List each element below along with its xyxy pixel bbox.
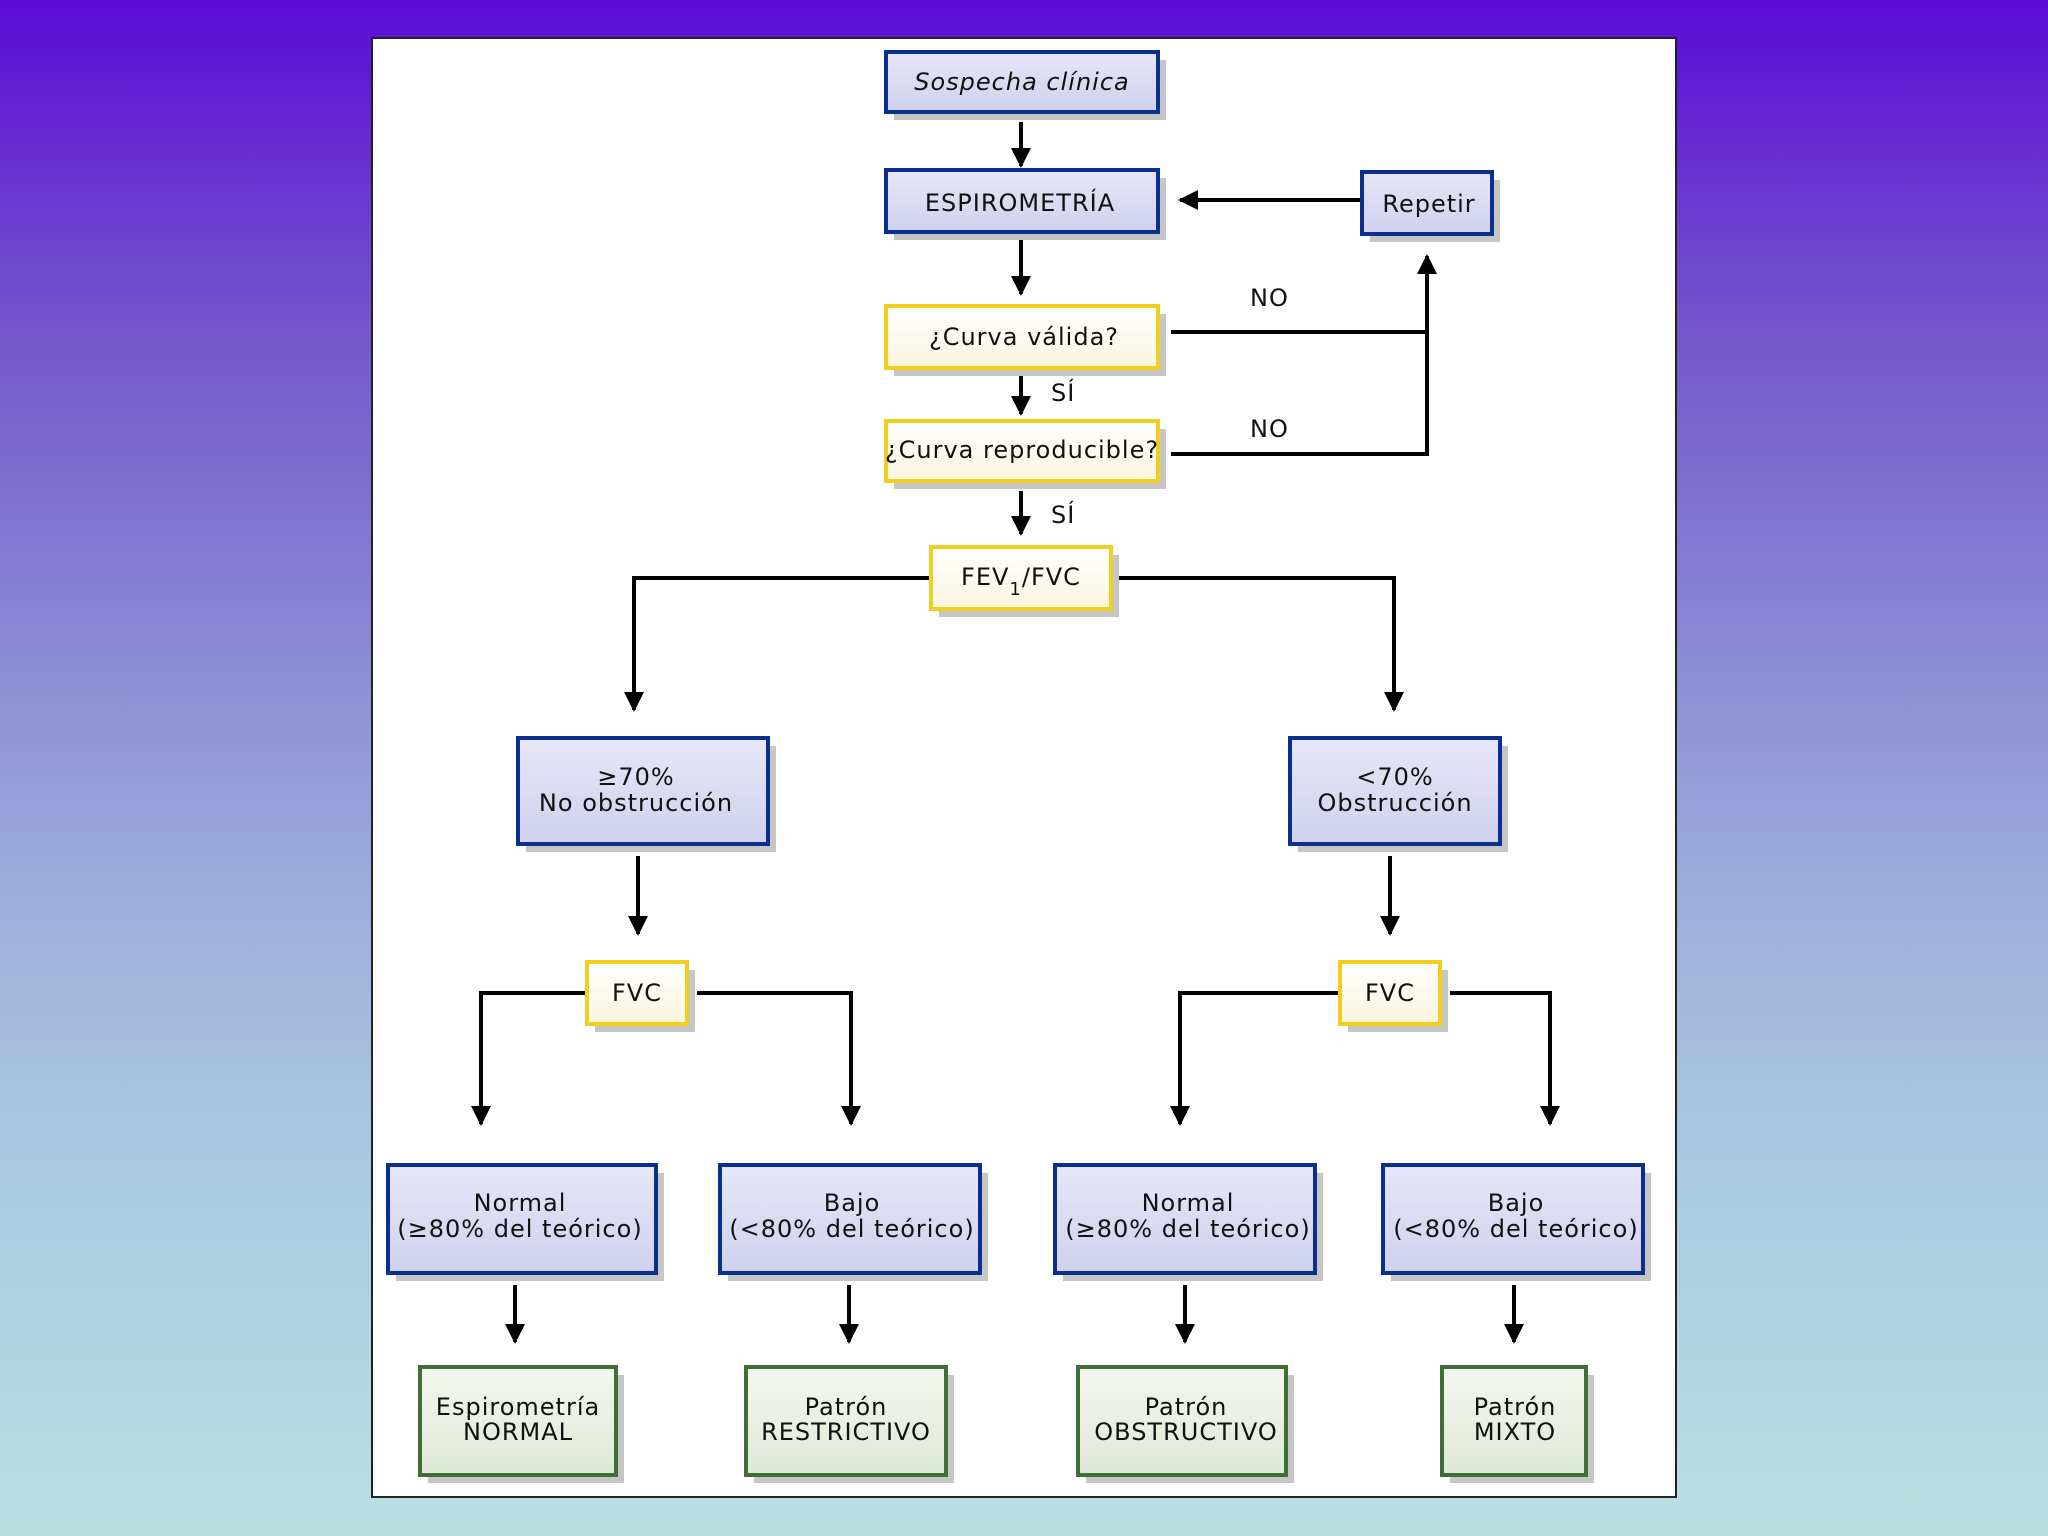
node-result-normal-line1: Espirometría	[436, 1393, 600, 1421]
node-espirometria: ESPIROMETRÍA	[884, 168, 1166, 240]
node-bajo-right-line1: Bajo	[1488, 1189, 1545, 1217]
node-result-obstructivo-line1: Patrón	[1145, 1393, 1228, 1421]
node-normal-right: Normal (≥80% del teórico)	[1053, 1163, 1323, 1281]
label-si-valida: SÍ	[1051, 378, 1075, 407]
label-si-reproducible: SÍ	[1051, 500, 1075, 529]
node-obstruccion-line2: Obstrucción	[1317, 789, 1472, 817]
node-result-normal: Espirometría NORMAL	[418, 1365, 624, 1483]
node-no-obstruccion: ≥70% No obstrucción	[516, 736, 776, 852]
node-normal-left-line1: Normal	[474, 1189, 567, 1217]
node-fev1-fvc-text: FEV1/FVC	[961, 563, 1081, 600]
node-normal-left-line2: (≥80% del teórico)	[397, 1215, 642, 1243]
node-result-obstructivo: Patrón OBSTRUCTIVO	[1076, 1365, 1294, 1483]
arrow-fvc-left-to-bajo	[697, 991, 861, 1126]
arrow-fev-to-left	[624, 576, 931, 712]
node-sospecha: Sospecha clínica	[884, 50, 1166, 120]
node-no-obstruccion-line2: No obstrucción	[539, 789, 733, 817]
node-espirometria-text: ESPIROMETRÍA	[925, 188, 1115, 217]
arrow-fev-to-right	[1112, 576, 1404, 712]
arrow-fvc-right-to-bajo	[1450, 991, 1560, 1126]
node-bajo-left-line1: Bajo	[824, 1189, 881, 1217]
node-result-normal-line2: NORMAL	[463, 1418, 573, 1446]
node-curva-valida-text: ¿Curva válida?	[929, 323, 1119, 351]
node-result-obstructivo-line2: OBSTRUCTIVO	[1094, 1418, 1277, 1446]
node-obstruccion: <70% Obstrucción	[1288, 736, 1508, 852]
node-fvc-left-text: FVC	[612, 979, 662, 1007]
node-fvc-right-text: FVC	[1365, 979, 1415, 1007]
node-result-restrictivo-line2: RESTRICTIVO	[761, 1418, 931, 1446]
node-bajo-left-line2: (<80% del teórico)	[729, 1215, 974, 1243]
node-result-mixto: Patrón MIXTO	[1440, 1365, 1594, 1483]
node-repetir: Repetir	[1360, 170, 1500, 242]
node-no-obstruccion-line1: ≥70%	[597, 763, 674, 791]
node-bajo-left: Bajo (<80% del teórico)	[718, 1163, 988, 1281]
node-curva-valida: ¿Curva válida?	[884, 304, 1166, 376]
node-curva-reproducible-text: ¿Curva reproducible?	[885, 436, 1159, 464]
node-result-mixto-line1: Patrón	[1474, 1393, 1557, 1421]
arrow-fvc-left-to-normal	[471, 991, 587, 1126]
node-fvc-left: FVC	[585, 960, 695, 1032]
node-bajo-right-line2: (<80% del teórico)	[1393, 1215, 1638, 1243]
node-normal-left: Normal (≥80% del teórico)	[386, 1163, 664, 1281]
node-obstruccion-line1: <70%	[1356, 763, 1433, 791]
node-normal-right-line1: Normal	[1142, 1189, 1235, 1217]
node-result-restrictivo: Patrón RESTRICTIVO	[744, 1365, 954, 1483]
node-bajo-right: Bajo (<80% del teórico)	[1381, 1163, 1651, 1281]
label-no-valida: NO	[1250, 284, 1289, 312]
node-sospecha-text: Sospecha clínica	[914, 68, 1129, 96]
node-normal-right-line2: (≥80% del teórico)	[1065, 1215, 1310, 1243]
node-fvc-right: FVC	[1338, 960, 1448, 1032]
arrow-fvc-right-to-normal	[1170, 991, 1340, 1126]
node-result-mixto-line2: MIXTO	[1474, 1418, 1556, 1446]
line-reproducible-no	[1171, 332, 1429, 456]
node-result-restrictivo-line1: Patrón	[805, 1393, 888, 1421]
node-repetir-text: Repetir	[1382, 190, 1475, 218]
connectors	[471, 122, 1560, 1344]
node-fev1-fvc: FEV1/FVC	[929, 545, 1119, 617]
label-no-reproducible: NO	[1250, 415, 1289, 443]
node-curva-reproducible: ¿Curva reproducible?	[884, 419, 1166, 489]
